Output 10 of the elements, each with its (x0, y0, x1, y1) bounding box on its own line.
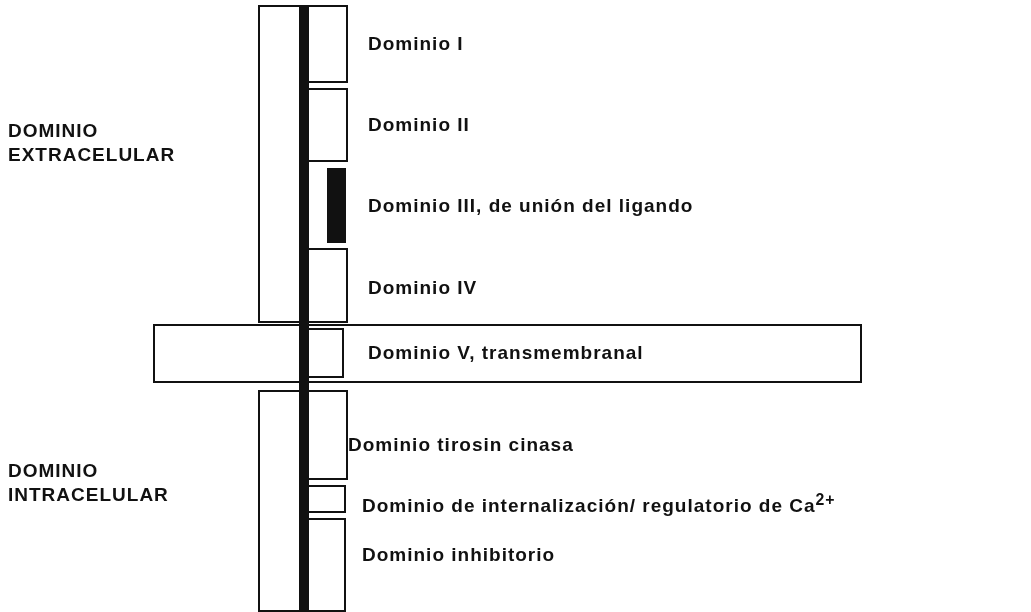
domain-label: Dominio tirosin cinasa (348, 433, 574, 457)
domain-label: Dominio III, de unión del ligando (368, 194, 694, 218)
domain-label: Dominio inhibitorio (362, 543, 556, 567)
region-label: DOMINIO EXTRACELULAR (8, 119, 177, 167)
domain-label: Dominio II (368, 113, 470, 137)
domain-label: Dominio IV (368, 276, 478, 300)
domain-label: Dominio V, transmembranal (368, 341, 644, 365)
region-label: DOMINIO INTRACELULAR (8, 459, 170, 507)
domain-label: Dominio I (368, 32, 464, 56)
domain-label: Dominio de internalización/ regulatorio de Ca$^{2+}$ (362, 490, 836, 519)
